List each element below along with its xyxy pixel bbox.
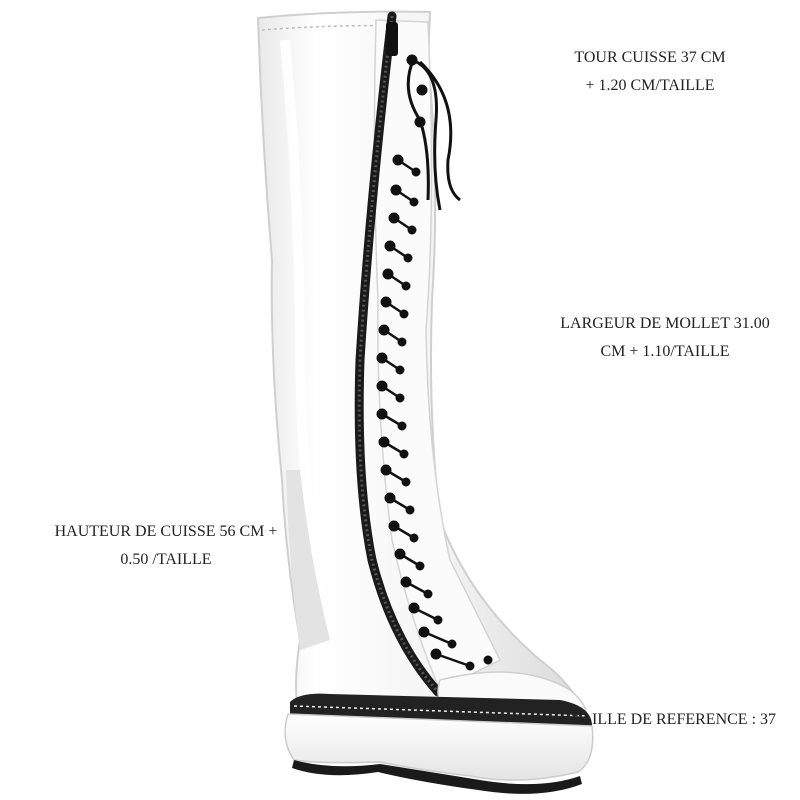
thigh-circumference-label: TOUR CUISSE 37 CM + 1.20 CM/TAILLE [540,44,760,100]
sole-stitch [293,705,589,717]
thigh-circumference-line1: TOUR CUISSE 37 CM [574,49,726,66]
shaft-shadow [286,470,330,650]
thigh-height-line2: 0.50 /TAILLE [120,551,212,568]
zipper [354,11,443,697]
thigh-height-line1: HAUTEUR DE CUISSE 56 CM + [54,523,278,540]
shaft-highlight [280,39,323,601]
calf-width-line1: LARGEUR DE MOLLET 31.00 [560,315,770,332]
laces [376,54,493,671]
thigh-circumference-line2: + 1.20 CM/TAILLE [585,77,715,94]
sole-platform [284,713,594,781]
sole-bottom [292,760,582,794]
zipper-pull [386,22,398,56]
calf-width-label: LARGEUR DE MOLLET 31.00 CM + 1.10/TAILLE [540,310,790,366]
thigh-height-label: HAUTEUR DE CUISSE 56 CM + 0.50 /TAILLE [30,518,302,574]
reference-size-line1: TAILLE DE REFERENCE : 37 [571,711,777,728]
reference-size-label: TAILLE DE REFERENCE : 37 [556,706,792,734]
calf-width-line2: CM + 1.10/TAILLE [600,343,730,360]
